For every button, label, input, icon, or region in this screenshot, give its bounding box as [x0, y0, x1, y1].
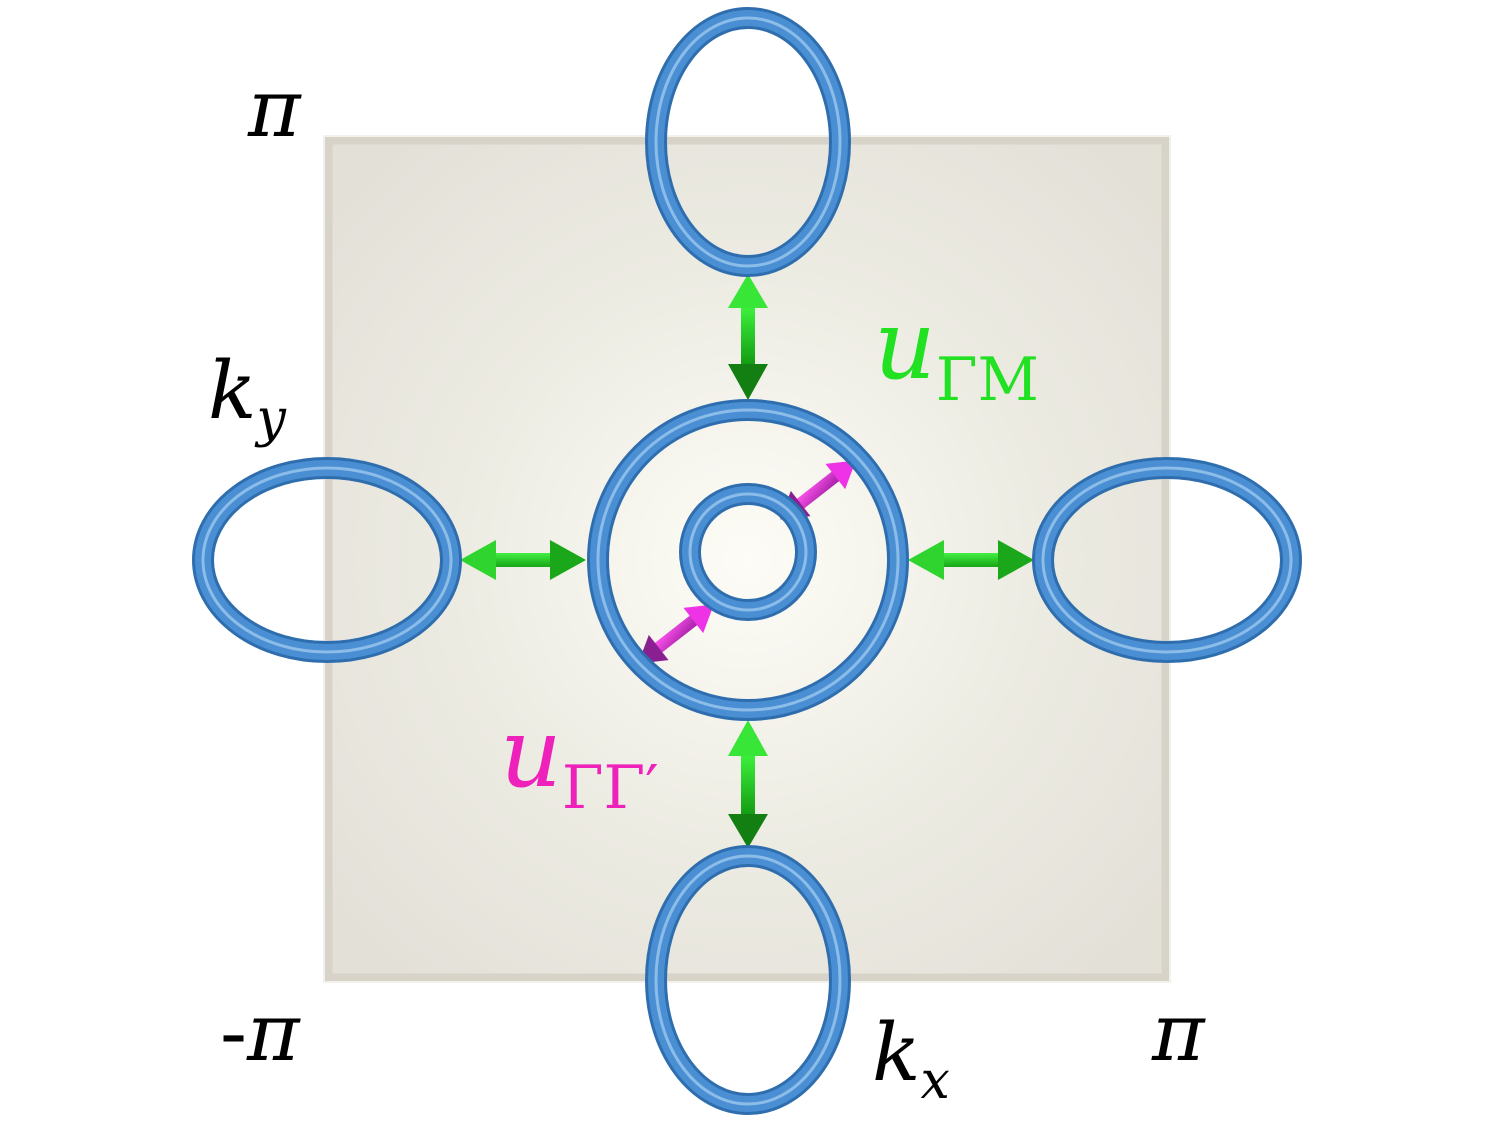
- axis-labels: π ky -π π kx: [208, 62, 1206, 1111]
- ring-torus-icon: [587, 399, 909, 721]
- ky-label: ky: [208, 344, 286, 449]
- zone-border-highlight: [323, 135, 1171, 983]
- double-headed-arrow-icon: [460, 540, 586, 580]
- u-gm-label: uΓM: [874, 289, 1039, 415]
- zone-border: [323, 135, 1171, 983]
- ring-torus-icon: [679, 483, 817, 621]
- u-gm-subscript: ΓM: [936, 345, 1039, 415]
- kx-base: k: [872, 1006, 920, 1099]
- ky-subscript: y: [254, 389, 286, 449]
- nesting-arrows-gm: [460, 274, 1034, 848]
- nesting-labels: uΓM uΓΓ′: [500, 289, 1039, 823]
- double-headed-arrow-icon: [728, 274, 768, 400]
- ring-torus-icon: [645, 7, 851, 277]
- ring-torus-icon: [645, 845, 851, 1115]
- double-headed-arrow-icon: [728, 720, 768, 848]
- pi-right-label: π: [1151, 986, 1206, 1079]
- ky-base: k: [208, 344, 256, 437]
- ring-torus-icon: [1032, 457, 1302, 663]
- ring-torus-icon: [192, 457, 462, 663]
- u-ggp-base: u: [500, 697, 562, 809]
- neg-pi-value: π: [246, 986, 301, 1079]
- u-gm-base: u: [874, 289, 936, 401]
- kx-subscript: x: [920, 1051, 949, 1111]
- neg-pi-sign: -: [220, 986, 247, 1079]
- u-ggp-subscript: ΓΓ′: [562, 753, 659, 823]
- double-headed-arrow-icon: [908, 540, 1034, 580]
- fermi-pockets: [192, 7, 1302, 1115]
- pi-top-label: π: [247, 62, 302, 155]
- u-ggp-label: uΓΓ′: [500, 697, 659, 823]
- kx-label: kx: [872, 1006, 950, 1111]
- neg-pi-label: -π: [220, 986, 301, 1079]
